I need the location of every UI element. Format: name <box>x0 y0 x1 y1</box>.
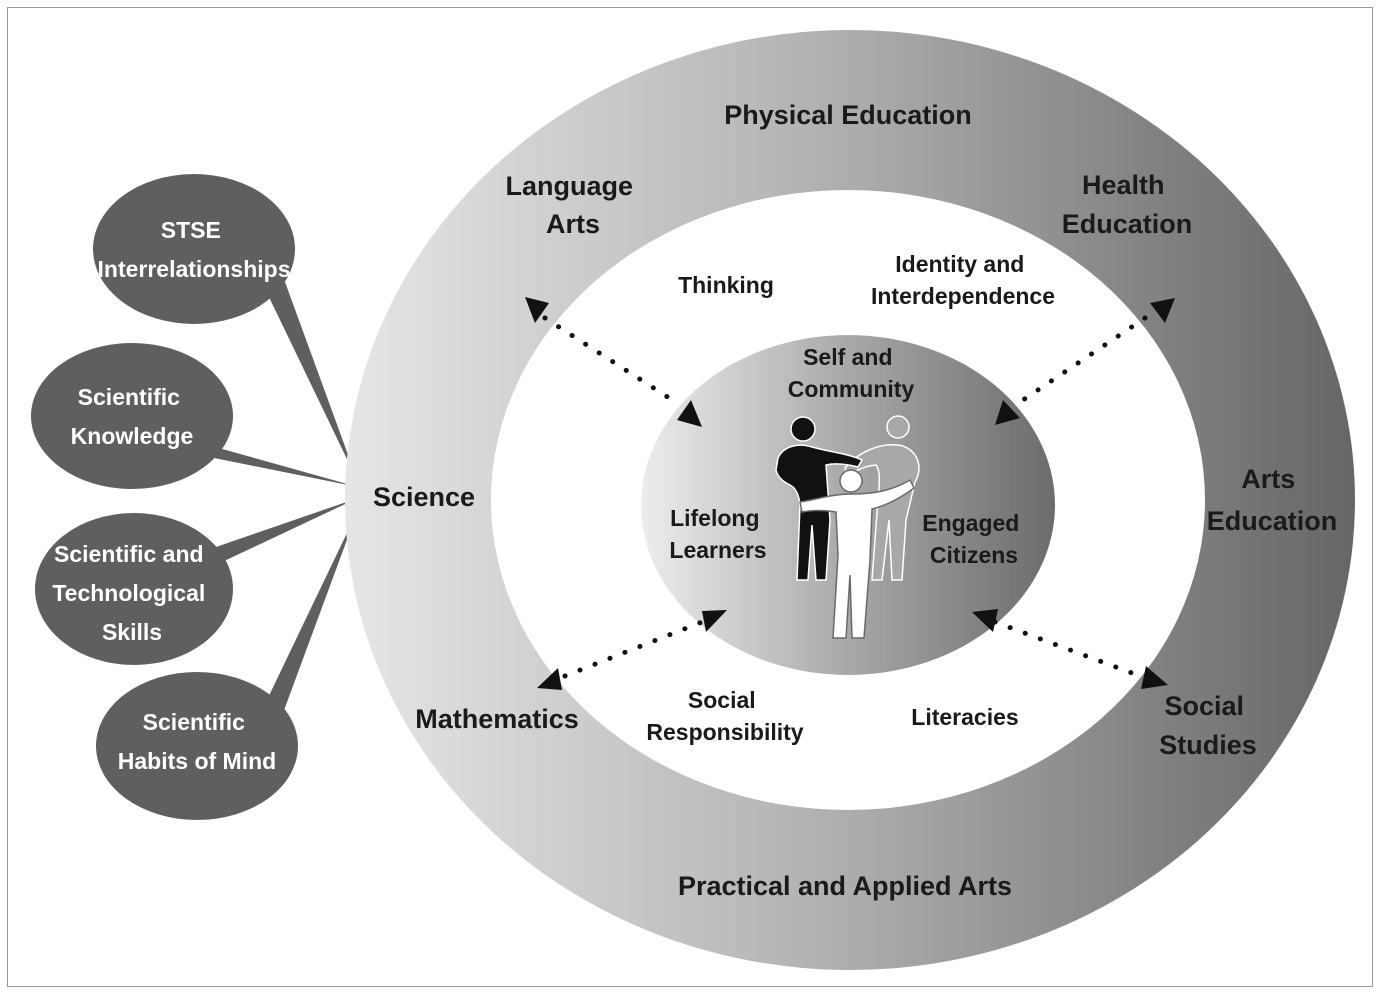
person-grey <box>844 415 920 581</box>
label-scientific-habits: Scientific Habits of Mind <box>118 709 276 774</box>
label-mathematics: Mathematics <box>415 704 579 734</box>
dotted-arrows <box>525 297 1175 690</box>
person-black <box>775 416 864 581</box>
label-self-community: Self and Community <box>788 344 915 402</box>
connector-habits <box>265 510 358 713</box>
label-scientific-technological-skills: Scientific and Technological Skills <box>52 541 211 645</box>
label-physical-education: Physical Education <box>724 100 972 130</box>
label-arts-education: Arts Education <box>1207 464 1338 536</box>
label-identity-interdependence: Identity and Interdependence <box>871 251 1055 309</box>
people-icon <box>775 415 920 639</box>
label-language-arts: Language Arts <box>505 171 640 239</box>
label-thinking: Thinking <box>678 272 774 298</box>
connector-knowledge <box>208 445 358 487</box>
bubbles <box>31 174 298 820</box>
arrow-nw-line <box>542 315 683 408</box>
outer-ring-labels: Physical Education Language Arts Health … <box>373 100 1337 901</box>
person-white <box>799 469 915 639</box>
label-social-responsibility: Social Responsibility <box>646 687 803 745</box>
middle-ring-labels: Thinking Identity and Interdependence So… <box>646 251 1055 745</box>
arrow-sw-outer-head <box>537 668 562 690</box>
arrow-se-outer-head <box>1141 666 1168 689</box>
label-lifelong-learners: Lifelong Learners <box>669 505 766 563</box>
bubble-habits <box>96 672 298 820</box>
diagram-frame <box>7 7 1373 987</box>
bubble-knowledge <box>31 343 233 489</box>
bubble-stse <box>93 174 295 324</box>
label-literacies: Literacies <box>911 704 1018 730</box>
label-social-studies: Social Studies <box>1159 691 1257 760</box>
label-practical-applied-arts: Practical and Applied Arts <box>678 871 1012 901</box>
arrow-nw-inner-head <box>677 400 702 427</box>
label-science: Science <box>373 482 475 512</box>
label-health-education: Health Education <box>1062 170 1193 239</box>
bubble-labels: STSE Interrelationships Scientific Knowl… <box>52 217 290 774</box>
arrow-ne-outer-head <box>1150 298 1175 323</box>
arrow-se-inner-head <box>972 609 998 632</box>
label-engaged-citizens: Engaged Citizens <box>922 510 1026 568</box>
bubble-connectors <box>208 282 358 713</box>
arrow-ne-inner-head <box>995 400 1020 425</box>
connector-skills <box>216 498 358 562</box>
arrow-sw-inner-head <box>702 610 727 632</box>
label-scientific-knowledge: Scientific Knowledge <box>71 384 194 449</box>
arrow-nw-outer-head <box>525 297 549 323</box>
center-labels: Self and Community Lifelong Learners Eng… <box>669 344 1026 568</box>
label-stse: STSE Interrelationships <box>98 217 291 282</box>
arrow-se-line <box>992 619 1143 679</box>
bubble-skills <box>35 513 233 665</box>
connector-stse <box>268 282 358 482</box>
